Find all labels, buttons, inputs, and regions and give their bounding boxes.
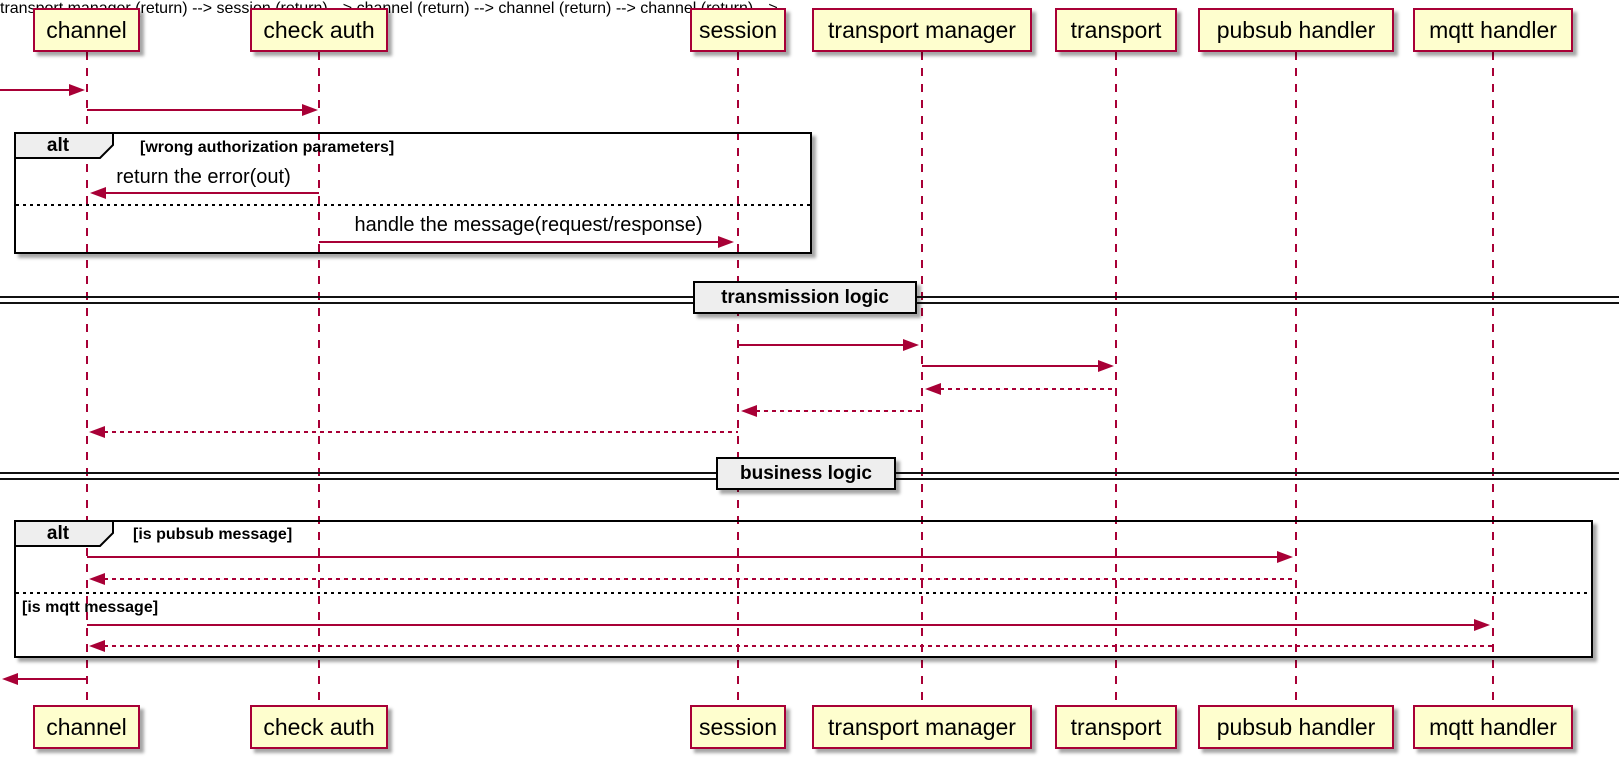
participant-top-transport: transport [1055, 8, 1177, 52]
message-5-line [922, 365, 1099, 367]
message-4-line [738, 344, 904, 346]
participant-top-mqtt-handler: mqtt handler [1413, 8, 1573, 52]
message-8-arrowhead-icon [89, 426, 105, 438]
participant-label: mqtt handler [1429, 713, 1557, 740]
participant-label: check auth [263, 713, 375, 740]
message-13-line [17, 678, 87, 680]
participant-top-session: session [690, 8, 786, 52]
participant-bottom-transport-manager: transport manager [812, 705, 1032, 749]
participant-label: channel [46, 16, 127, 43]
participant-label: check auth [263, 16, 375, 43]
message-6-arrowhead-icon [925, 383, 941, 395]
message-9-arrowhead-icon [1277, 551, 1293, 563]
participant-label: transport manager [828, 16, 1016, 43]
participant-label: transport [1070, 713, 1162, 740]
alt-frame-2 [14, 520, 1593, 658]
message-1-arrowhead-icon [302, 104, 318, 116]
lifeline-pubsub-handler [1295, 52, 1297, 705]
message-1-line [87, 109, 303, 111]
message-4-arrowhead-icon [903, 339, 919, 351]
message-13-arrowhead-icon [2, 673, 18, 685]
alt-frame-1-else-line [16, 204, 810, 206]
participant-label: pubsub handler [1216, 713, 1376, 740]
alt-frame-1 [14, 132, 812, 254]
message-7-arrowhead-icon [741, 405, 757, 417]
message-9-line [87, 556, 1278, 558]
lifeline-mqtt-handler [1492, 52, 1494, 705]
message-3-label: handle the message(request/response) [354, 214, 703, 236]
participant-label: mqtt handler [1429, 16, 1557, 43]
message-2-label: return the error(out) [116, 166, 291, 188]
alt-frame-1-operator: alt [46, 135, 70, 156]
participant-bottom-channel: channel [33, 705, 140, 749]
lifeline-transport [1115, 52, 1117, 705]
participant-label: transport manager [828, 713, 1016, 740]
message-10-arrowhead-icon [89, 573, 105, 585]
message-0-line [0, 89, 70, 91]
alt-frame-1-condition: [wrong authorization parameters] [140, 139, 395, 156]
participant-top-channel: channel [33, 8, 140, 52]
alt-frame-1-operator-tab [14, 132, 114, 159]
participant-bottom-mqtt-handler: mqtt handler [1413, 705, 1573, 749]
message-2-line [105, 192, 319, 194]
alt-frame-2-condition-1: [is pubsub message] [133, 526, 293, 543]
message-8-line [104, 431, 738, 433]
alt-frame-2-else-line [16, 592, 1591, 594]
message-0-arrowhead-icon [69, 84, 85, 96]
participant-label: session [699, 16, 777, 43]
participant-bottom-check-auth: check auth [250, 705, 388, 749]
alt-frame-2-condition-2: [is mqtt message] [22, 599, 159, 616]
message-12-line [104, 645, 1493, 647]
alt-frame-2-operator-tab [14, 520, 114, 547]
participant-label: pubsub handler [1216, 16, 1376, 43]
alt-frame-2-operator: alt [46, 523, 70, 544]
divider-label-text: transmission logic [721, 286, 889, 308]
participant-bottom-session: session [690, 705, 786, 749]
message-6-line [940, 388, 1116, 390]
participant-top-check-auth: check auth [250, 8, 388, 52]
participant-bottom-pubsub-handler: pubsub handler [1198, 705, 1394, 749]
message-2-arrowhead-icon [90, 187, 106, 199]
divider-2-label-box: business logic [716, 457, 896, 490]
message-7-line [756, 410, 922, 412]
participant-label: session [699, 713, 777, 740]
divider-label-text: business logic [740, 462, 872, 484]
participant-top-pubsub-handler: pubsub handler [1198, 8, 1394, 52]
message-3-line [319, 241, 719, 243]
message-5-arrowhead-icon [1098, 360, 1114, 372]
participant-label: channel [46, 713, 127, 740]
participant-label: transport [1070, 16, 1162, 43]
lifeline-transport-manager [921, 52, 923, 705]
divider-1-label-box: transmission logic [693, 281, 917, 314]
message-3-arrowhead-icon [718, 236, 734, 248]
message-11-line [87, 624, 1475, 626]
lifeline-channel [86, 52, 88, 705]
lifeline-check-auth [318, 52, 320, 705]
message-11-arrowhead-icon [1474, 619, 1490, 631]
message-10-line [104, 578, 1296, 580]
participant-top-transport-manager: transport manager [812, 8, 1032, 52]
participant-bottom-transport: transport [1055, 705, 1177, 749]
lifeline-session [737, 52, 739, 705]
message-12-arrowhead-icon [89, 640, 105, 652]
